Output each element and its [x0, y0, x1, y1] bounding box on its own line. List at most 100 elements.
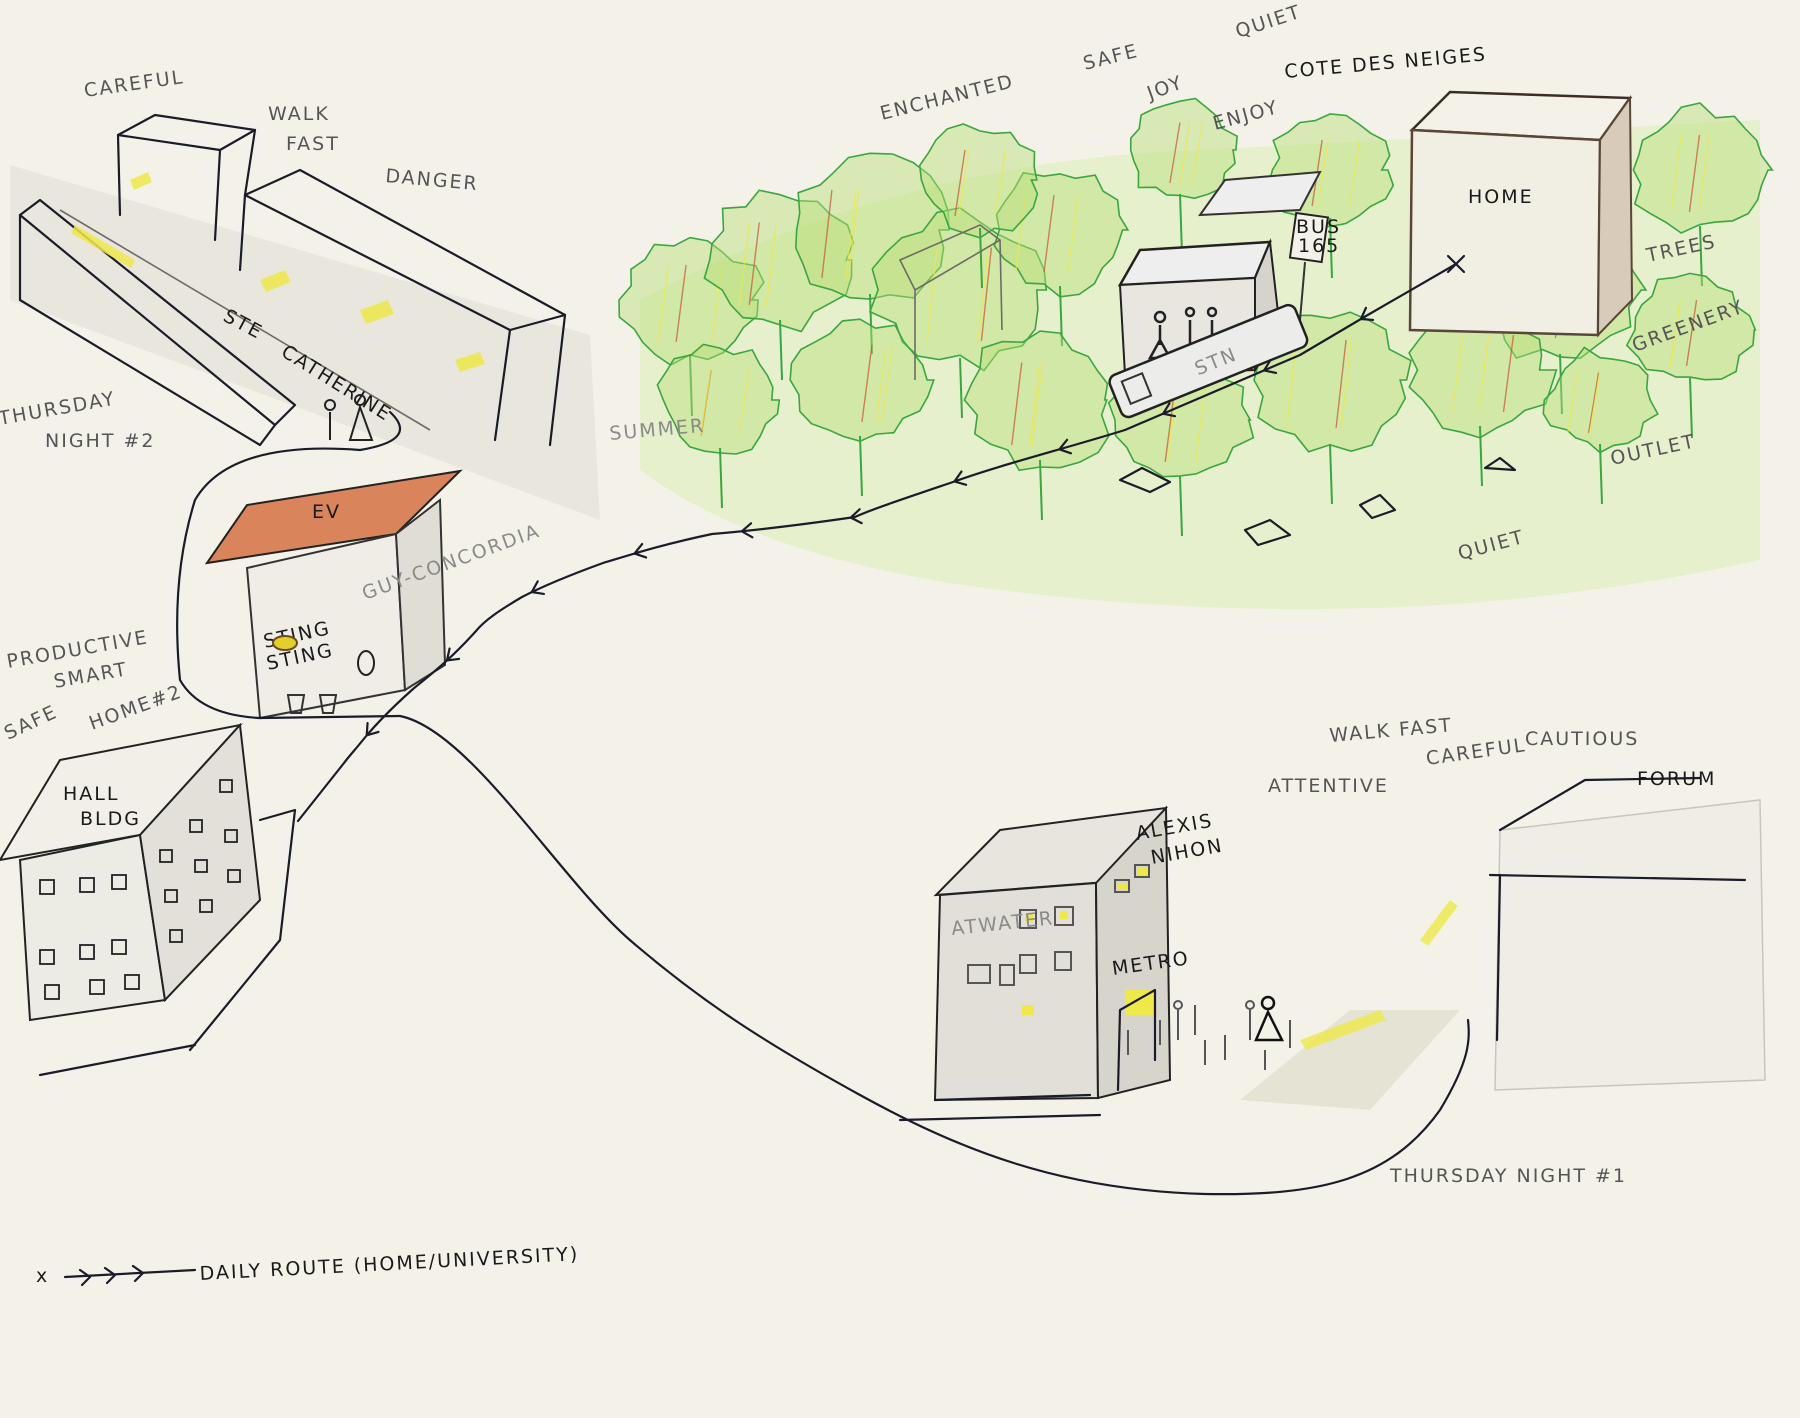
- tree-shading: [1029, 362, 1041, 446]
- tree-shading: [1502, 334, 1515, 413]
- ev-building: EV GUY-CONCORDIA STING STING: [204, 469, 543, 720]
- tree-canopy: [618, 236, 765, 367]
- bench-icons: [1118, 456, 1517, 547]
- word-home-2: HOME#2: [86, 681, 185, 735]
- route-arrow-icon: [530, 580, 545, 596]
- tree-trunk: [1039, 459, 1043, 521]
- route-arrow-icon: [849, 508, 863, 525]
- tree-shading: [765, 222, 777, 306]
- tree-trunk: [1329, 217, 1333, 279]
- tree-trunk: [1179, 193, 1183, 255]
- forum-label: FORUM: [1637, 768, 1716, 790]
- tree-shading: [1589, 372, 1601, 434]
- tree-canopy: [1632, 102, 1774, 234]
- station-sign: STN: [1108, 303, 1309, 419]
- legend-arrow-icons: [78, 1264, 145, 1287]
- home-building: HOME: [1408, 90, 1634, 338]
- tree-canopy: [1129, 97, 1238, 200]
- tree-shading: [675, 264, 687, 343]
- tree-shading: [1685, 299, 1698, 367]
- tree-shading: [821, 189, 833, 279]
- word-walk-fast: WALK FAST: [1329, 714, 1454, 747]
- word-careful: CAREFUL: [83, 66, 186, 102]
- tree-shading: [1043, 194, 1055, 273]
- tree-trunk: [859, 435, 863, 497]
- faint-building: [898, 224, 1003, 380]
- ev-roof-label: EV: [312, 501, 341, 523]
- legend: x DAILY ROUTE (HOME/UNIVERSITY): [36, 1243, 580, 1287]
- tree-shading: [1451, 334, 1464, 413]
- tree-shading: [1670, 134, 1682, 213]
- route-arrow-icon: [365, 722, 380, 737]
- word-quiet-top: QUIET: [1233, 1, 1305, 43]
- person-icon: [1254, 995, 1285, 1042]
- tree-shading: [1335, 339, 1347, 429]
- tree-trunk: [869, 293, 873, 355]
- caption-thursday: THURSDAY: [0, 388, 118, 430]
- tree-trunk: [1599, 443, 1603, 505]
- tree-shading: [657, 264, 669, 343]
- route-arrow-icon: [633, 542, 648, 559]
- cote-des-neiges-title: COTE DES NEIGES: [1284, 43, 1488, 83]
- legend-start-marker: x: [36, 1265, 49, 1287]
- tree-canopy: [918, 123, 1039, 239]
- route-arrow-icon: [1359, 306, 1375, 322]
- tree-shading: [1317, 139, 1329, 207]
- route-arrow-icon: [1058, 438, 1073, 455]
- tree-trunk: [719, 447, 723, 509]
- metro-icon: [1120, 372, 1153, 406]
- hall-building: HALL BLDG: [0, 722, 297, 1077]
- tree-shading: [845, 189, 857, 279]
- route-arrow-icon: [1262, 358, 1278, 374]
- tree-trunk: [1559, 353, 1563, 415]
- tree-canopy: [789, 318, 935, 443]
- tree-canopy: [1625, 272, 1757, 381]
- word-danger: DANGER: [385, 165, 480, 195]
- tree-trunk: [1479, 425, 1483, 487]
- word-walk: WALK: [268, 103, 330, 125]
- windows: [967, 864, 1150, 986]
- tree-shading: [1169, 122, 1181, 184]
- tree-shading: [1688, 134, 1701, 213]
- word-smart: SMART: [52, 658, 130, 693]
- tree-shading: [737, 369, 750, 437]
- word-enjoy: ENJOY: [1211, 96, 1282, 135]
- daily-route-line: [296, 262, 1458, 823]
- tree-shading: [847, 189, 860, 279]
- tree-shading: [748, 222, 760, 306]
- tree-shading: [1348, 139, 1361, 207]
- route-arrow-icon: [953, 470, 968, 486]
- thursday-night-1-route: [398, 714, 1470, 1196]
- thursday-night-2-loop: [176, 410, 402, 720]
- door-icon: [357, 650, 375, 676]
- word-enchanted: ENCHANTED: [878, 70, 1016, 125]
- tree-shading: [980, 247, 993, 342]
- word-fast: FAST: [286, 133, 340, 155]
- alexis-nihon-building: ALEXIS NIHON ATWATER METRO FORUM: [898, 768, 1766, 1122]
- tree-shading: [994, 149, 1007, 217]
- tree-shading: [700, 369, 712, 437]
- tree-trunk: [1689, 377, 1693, 439]
- tree-shading: [1566, 372, 1579, 434]
- person-icons: [324, 394, 374, 441]
- tree-shading: [1587, 372, 1600, 434]
- word-joy: JOY: [1143, 71, 1186, 105]
- tree-shading: [1014, 194, 1027, 273]
- tree-canopy: [993, 171, 1130, 298]
- tree-shading: [977, 247, 989, 342]
- tree-shading: [1011, 362, 1023, 446]
- tree-shading: [738, 222, 750, 306]
- tree-trunk: [1179, 475, 1183, 537]
- route-arrow-icon: [740, 522, 754, 539]
- tree-trunk: [689, 355, 693, 417]
- crowd-icons: [1127, 1000, 1291, 1070]
- tree-trunk: [779, 319, 783, 381]
- bus-sign-label: BUS: [1296, 216, 1341, 238]
- word-careful-an: CAREFUL: [1425, 734, 1528, 770]
- tree-shading: [1031, 362, 1044, 446]
- tree-shading: [1285, 339, 1298, 429]
- tree-shading: [1698, 134, 1710, 213]
- tree-shading: [1477, 334, 1490, 413]
- caption-night-2: NIGHT #2: [45, 430, 155, 452]
